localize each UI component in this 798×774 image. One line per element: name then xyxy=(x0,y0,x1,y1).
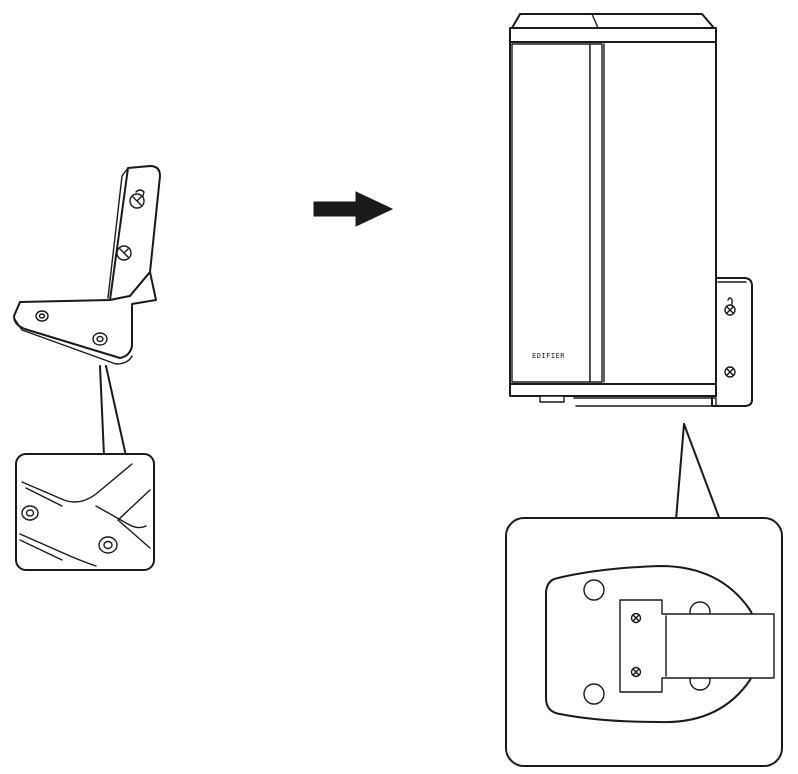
callout-lines-left xyxy=(99,365,127,457)
speaker-with-bracket-icon: EDIFIER xyxy=(509,13,753,407)
plate-screw xyxy=(630,612,642,624)
bracket-screw-hole xyxy=(724,366,736,378)
l-bracket-icon xyxy=(13,165,161,365)
bracket-detail-zoom xyxy=(15,453,155,571)
arrow-right-icon xyxy=(313,191,394,227)
callout-lines-right xyxy=(675,423,721,521)
plate-screw xyxy=(630,666,642,678)
bracket-screw-hole xyxy=(116,245,132,261)
rubber-foot xyxy=(583,683,605,705)
speaker-underside-zoom xyxy=(505,517,783,767)
detail-screw-hole xyxy=(98,536,118,554)
speaker-logo: EDIFIER xyxy=(532,352,565,360)
bracket-screw-hole xyxy=(724,297,736,316)
wall-bracket xyxy=(711,277,753,407)
rubber-foot xyxy=(583,579,605,601)
bracket-mount-hole xyxy=(35,310,49,322)
bracket-mount-hole xyxy=(92,332,108,346)
detail-screw-hole xyxy=(21,505,39,521)
mounting-plate xyxy=(619,599,775,693)
bracket-screw-hole xyxy=(129,189,145,209)
